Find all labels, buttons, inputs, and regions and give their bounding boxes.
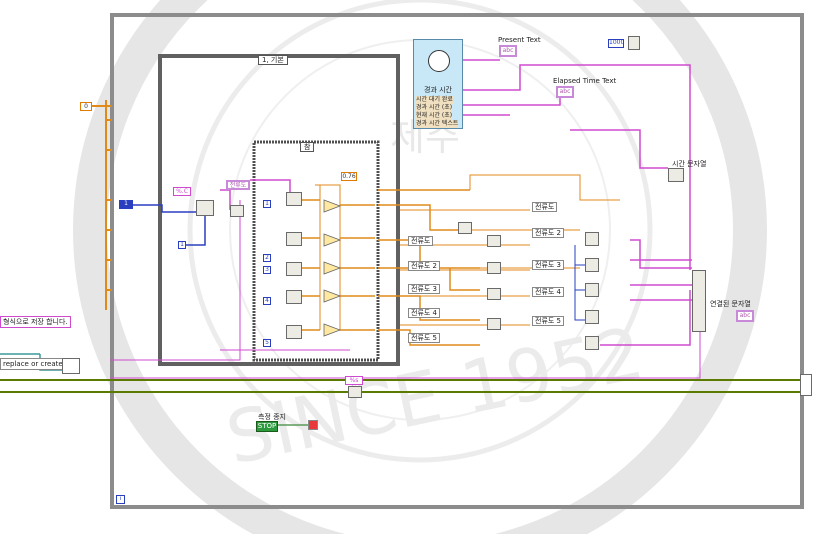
format-constant[interactable]: %.C: [173, 187, 191, 196]
close-file-node[interactable]: [800, 374, 812, 396]
array-subset-3[interactable]: [487, 288, 501, 300]
elapsed-time-text-indicator: abc: [556, 86, 574, 98]
iteration-terminal: i: [116, 495, 125, 504]
wait-ms-constant[interactable]: 1000: [608, 39, 624, 48]
write-file-node[interactable]: [348, 386, 362, 398]
open-file-node[interactable]: [62, 358, 80, 374]
timer-output-1: 시간 대기 완료: [416, 96, 453, 104]
format-subvi-3[interactable]: [585, 283, 599, 297]
stop-label: 측정 종지: [258, 413, 286, 421]
file-note-label: 형식으로 저장 합니다.: [0, 316, 71, 328]
inner-label-5: 전류도 5: [408, 333, 440, 343]
format-subvi-5[interactable]: [585, 336, 599, 350]
timer-icon: [428, 50, 450, 72]
format-subvi-2[interactable]: [585, 258, 599, 272]
zero-constant-a[interactable]: 0: [80, 102, 92, 111]
concentration-1-label: 전류도: [532, 202, 557, 212]
timer-output-3: 현재 시간 (초): [416, 112, 452, 120]
stop-button-terminal[interactable]: STOP: [256, 421, 278, 432]
inner-label-1: 전류도: [408, 236, 433, 246]
file-mode-selector[interactable]: replace or create: [0, 358, 66, 370]
index-constant[interactable]: 1: [178, 241, 186, 249]
compare-triangles: [322, 198, 352, 348]
array-subset-4[interactable]: [487, 318, 501, 330]
threshold-constant[interactable]: 0.76: [341, 172, 357, 181]
channel-const-5[interactable]: 4: [263, 297, 271, 305]
channel-const-2[interactable]: 1: [263, 200, 271, 208]
concatenate-strings-node[interactable]: [692, 270, 706, 332]
outer-case-selector[interactable]: 1, 기본: [258, 55, 288, 65]
array-subset-2[interactable]: [487, 262, 501, 274]
elapsed-time-text-label: Elapsed Time Text: [553, 77, 616, 85]
inner-label-2: 전류도 2: [408, 261, 440, 271]
concentration-2-label: 전류도 2: [532, 228, 564, 238]
format-string-constant[interactable]: %s %: [345, 376, 363, 385]
time-string-node[interactable]: [668, 168, 684, 182]
format-node[interactable]: [196, 200, 214, 216]
stop-condition-icon: [308, 420, 318, 430]
subvi-channel-1[interactable]: [286, 192, 302, 206]
combined-string-indicator: abc: [736, 310, 754, 322]
subvi-channel-4[interactable]: [286, 290, 302, 304]
elapsed-timer-express[interactable]: 경과 시간 시간 대기 완료 경과 시간 (초) 현재 시간 (초) 경과 시간…: [413, 39, 463, 129]
compare-node[interactable]: [230, 205, 244, 217]
format-subvi-1[interactable]: [585, 232, 599, 246]
intermediate-string-indicator: 전류도: [226, 180, 250, 190]
concentration-5-label: 전류도 5: [532, 316, 564, 326]
inner-case-selector[interactable]: 참: [300, 142, 314, 152]
format-subvi-4[interactable]: [585, 310, 599, 324]
concentration-3-label: 전류도 3: [532, 260, 564, 270]
present-text-label: Present Text: [498, 36, 541, 44]
timer-title: 경과 시간: [424, 86, 452, 94]
timer-output-4: 경과 시간 텍스트: [416, 120, 458, 128]
inner-label-3: 전류도 3: [408, 284, 440, 294]
wait-ms-node[interactable]: [628, 36, 640, 50]
combined-string-label: 연결된 문자열: [710, 300, 751, 308]
timer-output-2: 경과 시간 (초): [416, 104, 452, 112]
subvi-channel-3[interactable]: [286, 262, 302, 276]
channel-const-3[interactable]: 2: [263, 254, 271, 262]
loop-count-indicator: 1: [119, 200, 133, 209]
array-subset-5[interactable]: [458, 222, 472, 234]
subvi-channel-5[interactable]: [286, 325, 302, 339]
channel-const-4[interactable]: 3: [263, 266, 271, 274]
channel-const-6[interactable]: 5: [263, 339, 271, 347]
array-subset-1[interactable]: [487, 235, 501, 247]
inner-label-4: 전류도 4: [408, 308, 440, 318]
concentration-4-label: 전류도 4: [532, 287, 564, 297]
present-text-indicator: abc: [499, 45, 517, 57]
subvi-channel-2[interactable]: [286, 232, 302, 246]
time-string-label: 시간 문자열: [672, 160, 706, 168]
